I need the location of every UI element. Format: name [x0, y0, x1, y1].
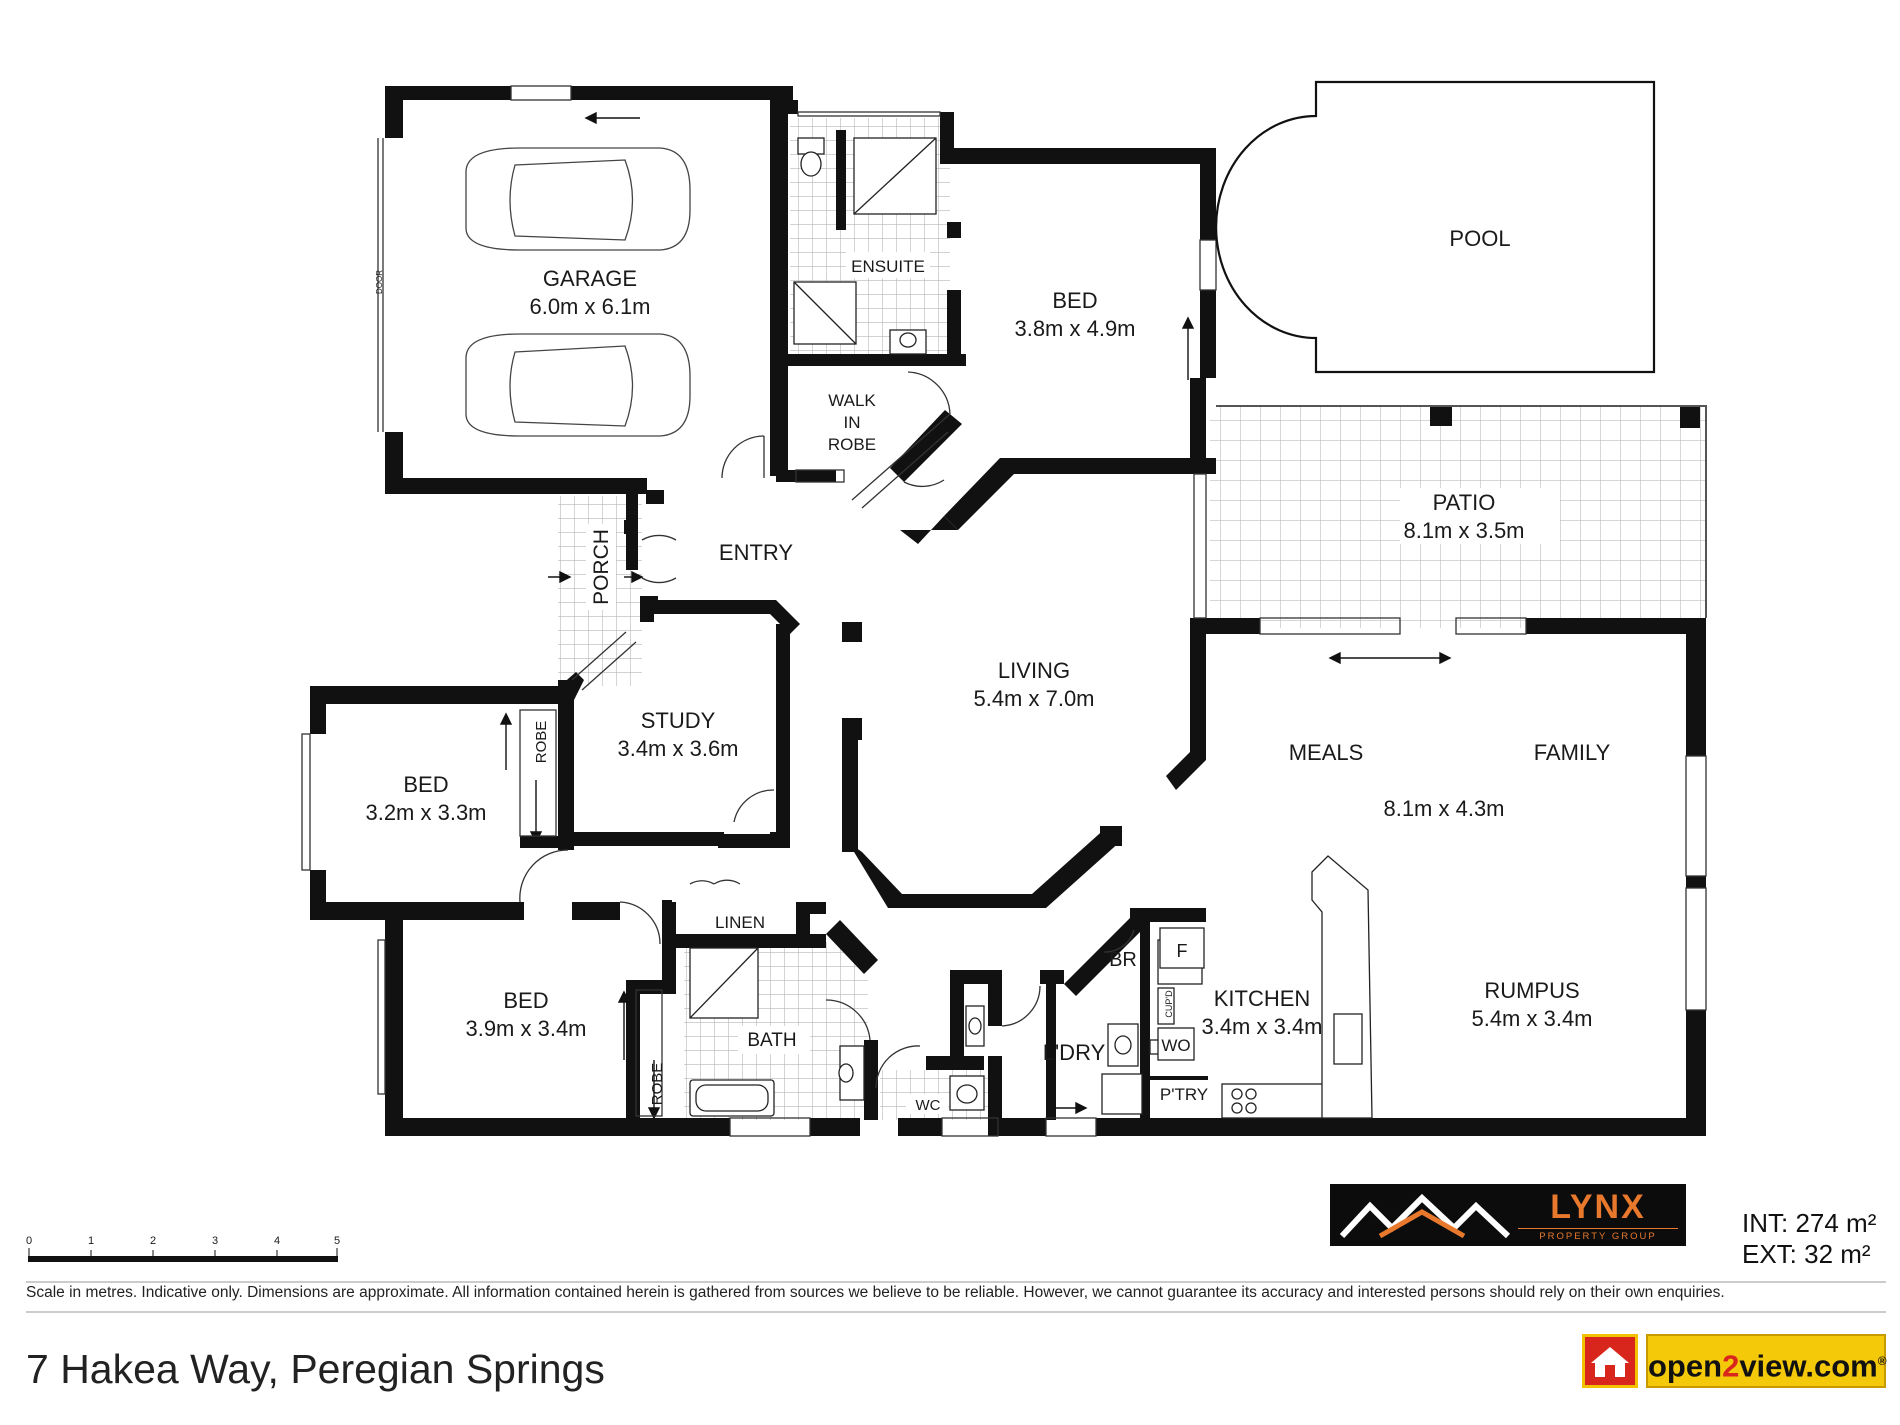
scale-tick-1: 1 — [88, 1235, 94, 1247]
porch-label: PORCH — [590, 529, 613, 605]
meals-family-dims: 8.1m x 4.3m — [1383, 796, 1504, 821]
living-label: LIVING — [998, 658, 1070, 683]
open2view-registered-mark: ® — [1877, 1354, 1887, 1368]
open2view-word-open: open — [1648, 1348, 1723, 1384]
scale-tick-5: 5 — [334, 1235, 340, 1247]
kitchen-label: KITCHEN — [1214, 986, 1311, 1011]
robe-upper-label: ROBE — [533, 721, 550, 764]
windows — [301, 85, 1707, 1137]
master-bed-dims: 3.8m x 4.9m — [1014, 316, 1135, 341]
ptry-label: P'TRY — [1160, 1085, 1208, 1104]
bed2-dims: 3.2m x 3.3m — [365, 800, 486, 825]
open2view-logo[interactable]: open2view.com® — [1646, 1334, 1887, 1388]
living-dims: 5.4m x 7.0m — [973, 686, 1094, 711]
garage-dims: 6.0m x 6.1m — [529, 294, 650, 319]
walk-in-robe-line3: ROBE — [828, 435, 876, 454]
walk-in-robe-line1: WALK — [828, 391, 876, 410]
br-label: BR — [1109, 949, 1137, 971]
walk-in-robe-line2: IN — [844, 413, 861, 432]
wc-label: WC — [916, 1097, 941, 1114]
lynx-subtitle: PROPERTY GROUP — [1518, 1228, 1678, 1242]
family-label: FAMILY — [1534, 740, 1611, 765]
area-summary: INT: 274 m² EXT: 32 m² — [1742, 1208, 1876, 1270]
walls — [310, 86, 1706, 1136]
garage-label: GARAGE — [543, 266, 637, 291]
laundry-label: L'DRY — [1043, 1040, 1106, 1065]
property-address: 7 Hakea Way, Peregian Springs — [26, 1346, 605, 1392]
open2view-house-icon — [1582, 1334, 1638, 1388]
master-bed-label: BED — [1052, 288, 1097, 313]
rumpus-label: RUMPUS — [1484, 978, 1579, 1003]
pool — [1215, 80, 1656, 374]
lynx-logo: LYNX PROPERTY GROUP — [1330, 1184, 1686, 1246]
wo-label: WO — [1161, 1036, 1190, 1055]
patio-dims: 8.1m x 3.5m — [1403, 518, 1524, 543]
lynx-roofline-icon — [1339, 1193, 1511, 1239]
robe-lower-label: ROBE — [649, 1063, 666, 1106]
garage-door-label: DOOR — [375, 270, 384, 294]
car-icons — [465, 147, 691, 437]
bed3-dims: 3.9m x 3.4m — [465, 1016, 586, 1041]
scale-tick-3: 3 — [212, 1235, 218, 1247]
patio-outline — [1216, 405, 1707, 618]
kitchen-dims: 3.4m x 3.4m — [1201, 1014, 1322, 1039]
sliding-door-arrows — [499, 111, 1452, 1120]
patio-label: PATIO — [1433, 490, 1496, 515]
ensuite-label: ENSUITE — [851, 257, 925, 276]
entry-label: ENTRY — [719, 540, 793, 565]
lynx-wordmark: LYNX — [1550, 1188, 1646, 1226]
rumpus-dims: 5.4m x 3.4m — [1471, 1006, 1592, 1031]
cupd-label: CUP'D — [1164, 990, 1174, 1018]
disclaimer: Scale in metres. Indicative only. Dimens… — [26, 1284, 1725, 1301]
scale-tick-2: 2 — [150, 1235, 156, 1247]
external-area: EXT: 32 m² — [1742, 1239, 1871, 1269]
study-dims: 3.4m x 3.6m — [617, 736, 738, 761]
internal-area: INT: 274 m² — [1742, 1208, 1877, 1238]
bed3-label: BED — [503, 988, 548, 1013]
study-label: STUDY — [641, 708, 716, 733]
door-swings — [519, 371, 1135, 1089]
open2view-word-2: 2 — [1722, 1348, 1740, 1384]
scale-tick-4: 4 — [274, 1235, 280, 1247]
scale-bar: 0 1 2 3 4 5 — [26, 1235, 340, 1262]
robe-frames — [519, 709, 663, 1117]
fridge-label: F — [1177, 941, 1188, 961]
scale-tick-0: 0 — [26, 1235, 32, 1247]
bath-label: BATH — [747, 1030, 796, 1051]
linen-label: LINEN — [715, 913, 765, 932]
open2view-word-view: view.com — [1739, 1348, 1878, 1384]
bed2-label: BED — [403, 772, 448, 797]
room-labels: GARAGE 6.0m x 6.1m DOOR ENSUITE BED 3.8m… — [365, 226, 1611, 1114]
meals-label: MEALS — [1289, 740, 1364, 765]
pool-label: POOL — [1449, 226, 1510, 251]
